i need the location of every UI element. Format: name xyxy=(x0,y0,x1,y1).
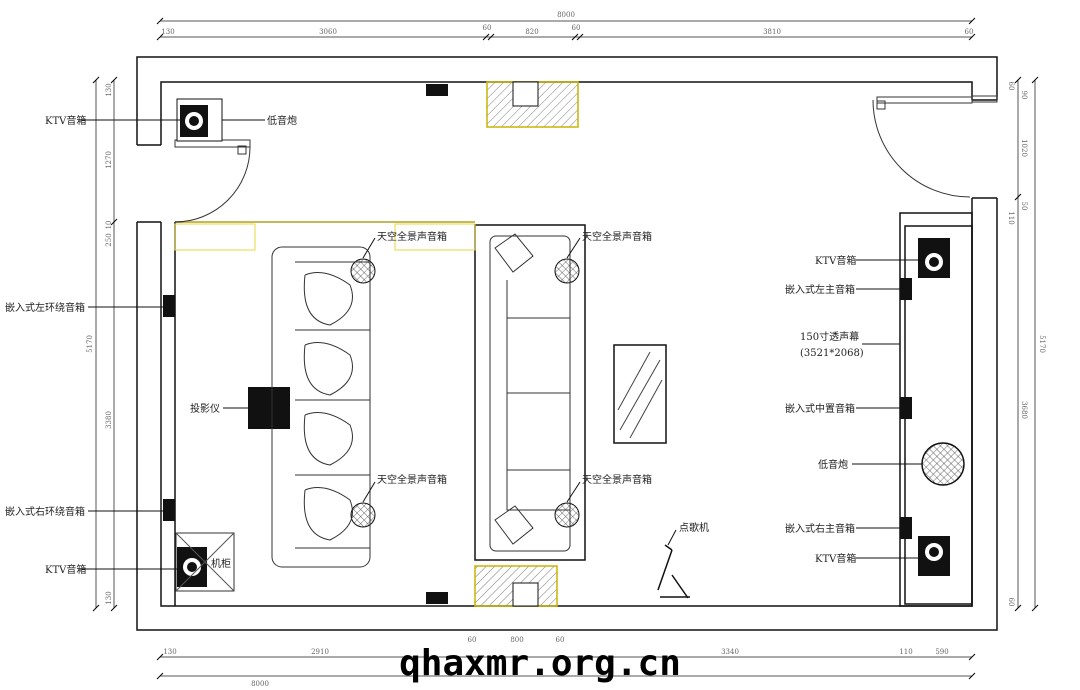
svg-text:60: 60 xyxy=(572,24,581,32)
dimension-texts: 8000 130 3060 60 820 60 3810 60 130 2910… xyxy=(86,11,1046,688)
svg-text:8000: 8000 xyxy=(557,11,575,19)
main-speaker-icon xyxy=(900,278,912,300)
left-main-label: 嵌入式左主音箱 xyxy=(785,283,855,296)
surround-speaker-icon xyxy=(163,499,175,521)
svg-text:130: 130 xyxy=(163,648,176,656)
atmos-speaker-icon xyxy=(350,258,376,284)
subwoofer-label: 低音炮 xyxy=(267,114,297,127)
svg-text:50: 50 xyxy=(1020,202,1028,211)
svg-text:800: 800 xyxy=(510,636,523,644)
cabinet-outline xyxy=(175,532,235,592)
ktv-speaker-icon xyxy=(176,98,223,142)
watermark: qhaxmr.org.cn xyxy=(399,643,681,684)
atmos-speaker-icon xyxy=(554,502,580,528)
svg-text:3680: 3680 xyxy=(1020,401,1028,419)
svg-text:250: 250 xyxy=(105,233,113,246)
atmos-speaker-label: 天空全景声音箱 xyxy=(377,473,447,486)
svg-text:110: 110 xyxy=(1007,211,1015,224)
svg-text:60: 60 xyxy=(483,24,492,32)
svg-text:110: 110 xyxy=(899,648,912,656)
yellow-box xyxy=(174,223,256,251)
right-main-label: 嵌入式右主音箱 xyxy=(785,522,855,535)
karaoke-machine-icon xyxy=(657,544,690,599)
center-speaker-label: 嵌入式中置音箱 xyxy=(785,402,855,415)
svg-text:60: 60 xyxy=(965,28,974,36)
screen-size-label: (3521*2068) xyxy=(800,348,864,359)
wall-speaker-icon xyxy=(426,592,448,604)
labels: KTV音箱 低音炮 嵌入式左环绕音箱 嵌入式右环绕音箱 KTV音箱 机柜 投影仪… xyxy=(5,114,864,576)
projector-icon xyxy=(248,387,290,429)
subwoofer-icon xyxy=(921,442,965,486)
speakers xyxy=(163,84,965,604)
svg-text:60: 60 xyxy=(556,636,565,644)
ktv-speaker-label: KTV音箱 xyxy=(45,563,86,576)
ktv-speaker-label: KTV音箱 xyxy=(815,552,856,565)
svg-text:1270: 1270 xyxy=(105,151,113,169)
main-speaker-icon xyxy=(900,517,912,539)
center-speaker-icon xyxy=(900,397,912,419)
columns xyxy=(474,81,579,607)
leaders xyxy=(80,119,922,570)
atmos-speaker-icon xyxy=(554,258,580,284)
atmos-speaker-label: 天空全景声音箱 xyxy=(377,230,447,243)
karaoke-label: 点歌机 xyxy=(679,521,709,534)
screen-label: 150寸透声幕 xyxy=(800,330,859,343)
dimension-lines xyxy=(92,17,1039,680)
svg-text:3060: 3060 xyxy=(319,28,337,36)
surround-speaker-icon xyxy=(163,295,175,317)
svg-text:5170: 5170 xyxy=(1038,335,1046,353)
svg-text:90: 90 xyxy=(1020,91,1028,100)
svg-text:60: 60 xyxy=(1007,598,1015,607)
sofas xyxy=(271,233,571,568)
svg-text:3380: 3380 xyxy=(105,411,113,429)
atmos-speaker-label: 天空全景声音箱 xyxy=(582,473,652,486)
screen-mirror xyxy=(613,344,667,444)
svg-text:10: 10 xyxy=(105,221,113,230)
ktv-speaker-icon xyxy=(918,536,950,576)
svg-text:130: 130 xyxy=(105,83,113,96)
svg-text:1020: 1020 xyxy=(1020,139,1028,157)
svg-text:3340: 3340 xyxy=(721,648,739,656)
svg-text:8000: 8000 xyxy=(251,680,269,688)
doors xyxy=(174,95,998,223)
right-surround-label: 嵌入式右环绕音箱 xyxy=(5,505,85,518)
left-surround-label: 嵌入式左环绕音箱 xyxy=(5,301,85,314)
ktv-speaker-label: KTV音箱 xyxy=(45,114,86,127)
subwoofer-label: 低音炮 xyxy=(818,458,848,471)
ktv-speaker-icon xyxy=(177,547,207,587)
ktv-speaker-label: KTV音箱 xyxy=(815,254,856,267)
svg-text:590: 590 xyxy=(935,648,948,656)
atmos-speaker-label: 天空全景声音箱 xyxy=(582,230,652,243)
ktv-speaker-icon xyxy=(918,238,950,278)
svg-text:130: 130 xyxy=(105,591,113,604)
wall-speaker-icon xyxy=(426,84,448,96)
cabinet-label: 机柜 xyxy=(211,557,231,570)
atmos-speaker-icon xyxy=(350,502,376,528)
svg-text:820: 820 xyxy=(525,28,538,36)
svg-text:60: 60 xyxy=(468,636,477,644)
svg-text:5170: 5170 xyxy=(86,335,94,353)
projector-label: 投影仪 xyxy=(190,402,220,415)
yellow-box xyxy=(394,223,476,251)
svg-text:130: 130 xyxy=(161,28,174,36)
svg-text:60: 60 xyxy=(1007,82,1015,91)
svg-text:3810: 3810 xyxy=(763,28,781,36)
svg-text:2910: 2910 xyxy=(311,648,329,656)
